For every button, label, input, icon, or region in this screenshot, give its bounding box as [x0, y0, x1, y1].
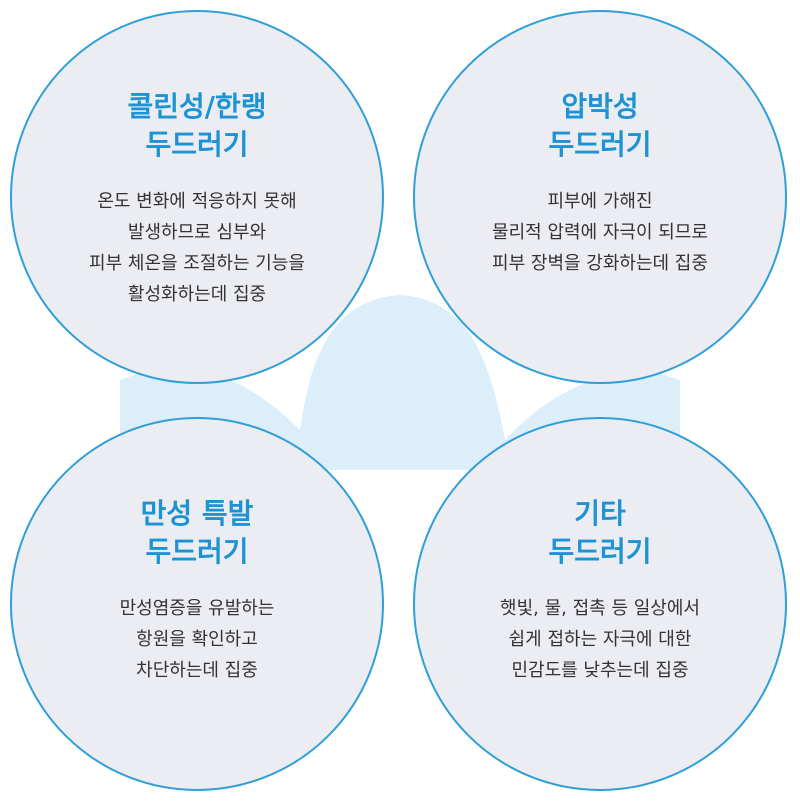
circle-pressure: 압박성 두드러기 피부에 가해진 물리적 압력에 자극이 되므로 피부 장벽을 …: [413, 10, 787, 384]
description-line: 활성화하는데 집중: [127, 284, 267, 305]
description-line: 피부 체온을 조절하는 기능을: [89, 253, 305, 274]
circle-title: 압박성 두드러기: [548, 88, 651, 164]
description-line: 피부에 가해진: [547, 191, 653, 212]
circle-chronic-idiopathic: 만성 특발 두드러기 만성염증을 유발하는 항원을 확인하고 차단하는데 집중: [10, 417, 384, 791]
description-line: 햇빛, 물, 접촉 등 일상에서: [500, 598, 700, 619]
circle-title-line: 콜린성/한랭: [127, 90, 267, 123]
description-line: 항원을 확인하고: [136, 629, 258, 650]
circle-title-line: 두드러기: [145, 128, 249, 161]
description-line: 쉽게 접하는 자극에 대한: [508, 629, 692, 650]
circle-title: 기타 두드러기: [548, 495, 651, 571]
circle-description: 만성염증을 유발하는 항원을 확인하고 차단하는데 집중: [120, 593, 275, 686]
circle-title: 콜린성/한랭 두드러기: [127, 88, 266, 164]
circle-title-line: 두드러기: [145, 535, 249, 568]
circle-description: 온도 변화에 적응하지 못해 발생하므로 심부와 피부 체온을 조절하는 기능을…: [89, 186, 305, 310]
circle-description: 피부에 가해진 물리적 압력에 자극이 되므로 피부 장벽을 강화하는데 집중: [492, 186, 708, 279]
circle-description: 햇빛, 물, 접촉 등 일상에서 쉽게 접하는 자극에 대한 민감도를 낮추는데…: [500, 593, 700, 686]
circle-other: 기타 두드러기 햇빛, 물, 접촉 등 일상에서 쉽게 접하는 자극에 대한 민…: [413, 417, 787, 791]
description-line: 민감도를 낮추는데 집중: [511, 660, 689, 681]
description-line: 발생하므로 심부와: [127, 222, 267, 243]
circle-title-line: 압박성: [561, 90, 639, 123]
circle-title-line: 두드러기: [548, 535, 652, 568]
circle-title-line: 기타: [574, 497, 626, 530]
description-line: 온도 변화에 적응하지 못해: [97, 191, 297, 212]
description-line: 피부 장벽을 강화하는데 집중: [492, 253, 708, 274]
circle-title-line: 두드러기: [548, 128, 652, 161]
description-line: 물리적 압력에 자극이 되므로: [492, 222, 708, 243]
description-line: 차단하는데 집중: [136, 660, 258, 681]
circle-title-line: 만성 특발: [140, 497, 254, 530]
description-line: 만성염증을 유발하는: [119, 598, 275, 619]
circle-title: 만성 특발 두드러기: [141, 495, 254, 571]
circle-cholinergic-cold: 콜린성/한랭 두드러기 온도 변화에 적응하지 못해 발생하므로 심부와 피부 …: [10, 10, 384, 384]
